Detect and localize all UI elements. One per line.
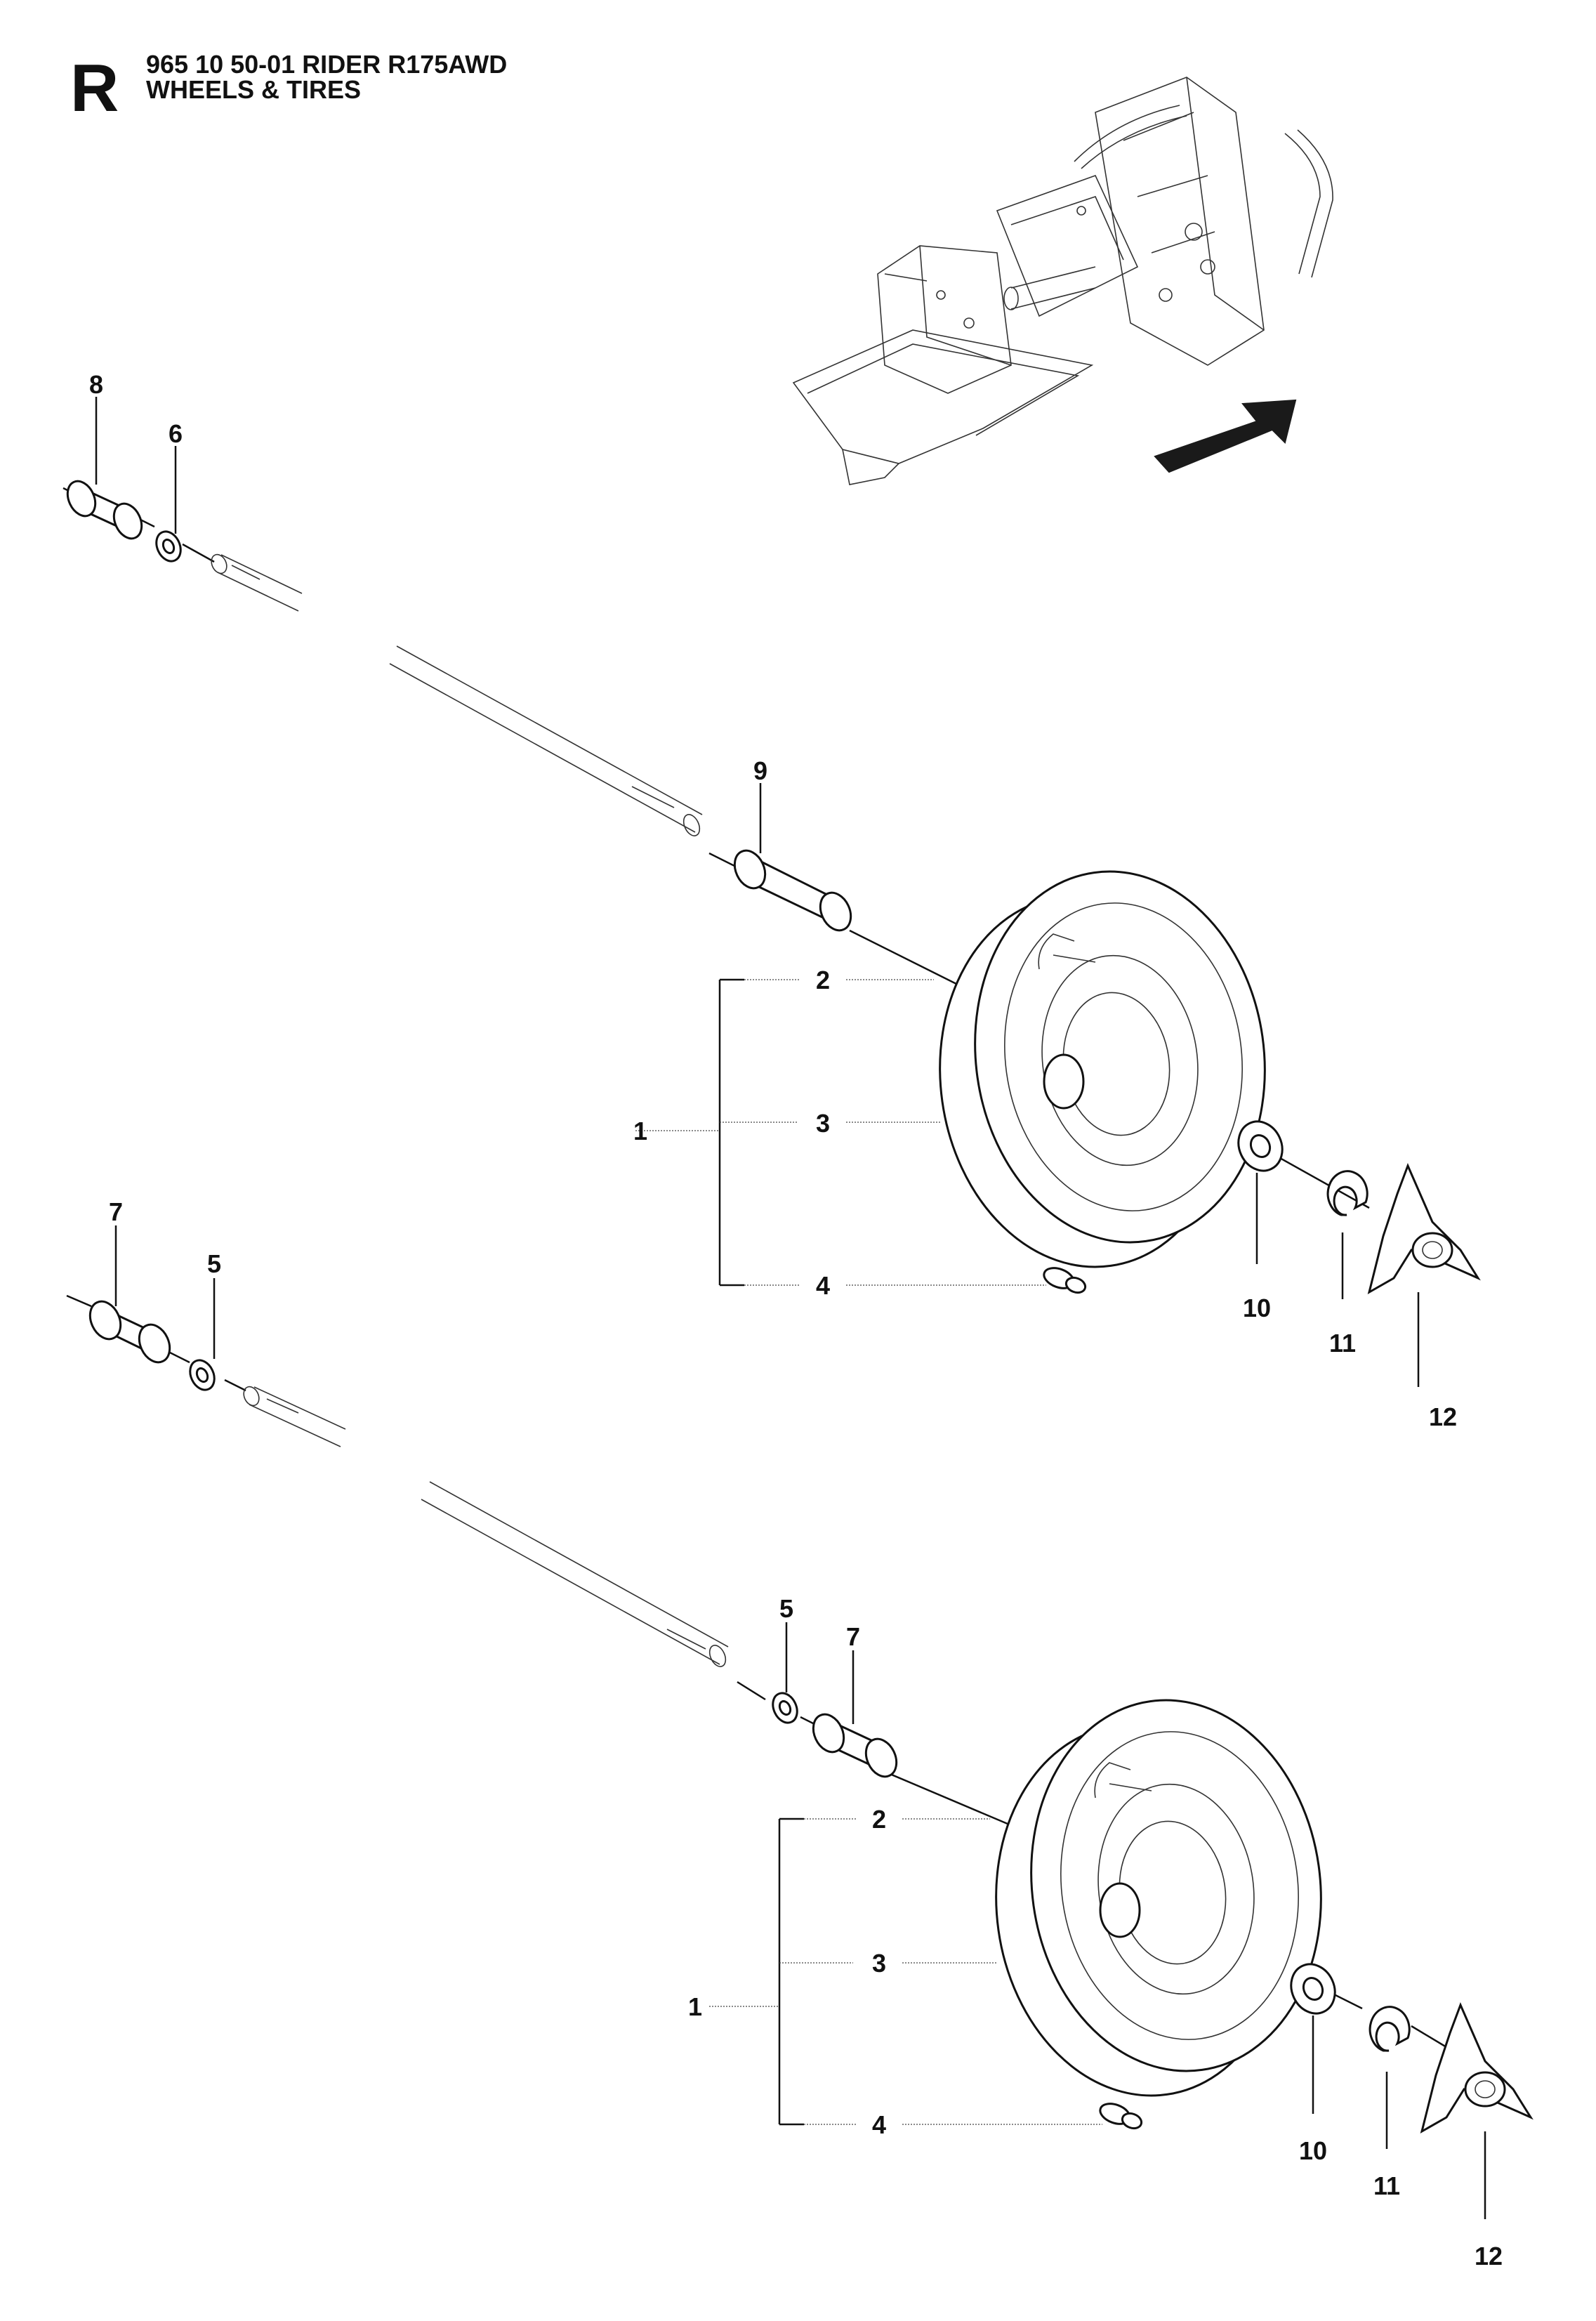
upper-axle-assembly: 8 6 9 1 2 3 4 10 11 12 [62,370,1481,1431]
callout-12-lower: 12 [1475,2242,1503,2270]
washer-part-5b [772,1692,798,1724]
callout-9: 9 [753,756,767,785]
wheel-tire-lower [995,1699,1322,2097]
washer-part-10-lower [1290,1963,1336,2015]
washer-part-6 [155,530,182,563]
callout-6: 6 [169,419,183,448]
valve-stem-part-4-lower [1099,2103,1143,2130]
callout-7b: 7 [846,1622,860,1651]
callout-5a: 5 [207,1249,221,1278]
lower-axle-assembly: 7 5 5 7 1 2 3 4 10 11 12 [66,1197,1534,2270]
spacer-part-8 [66,480,143,540]
spacer-part-9 [733,849,852,932]
callout-10-lower: 10 [1299,2136,1327,2165]
callout-5b: 5 [779,1594,793,1623]
callout-4: 4 [816,1271,830,1300]
wheel-tire-upper [939,870,1266,1268]
model-title: 965 10 50-01 RIDER R175AWD [146,50,507,79]
callout-1-lower: 1 [688,1992,702,2021]
callout-2: 2 [816,966,830,994]
clip-part-11 [1326,1170,1369,1216]
page-header: R 965 10 50-01 RIDER R175AWD WHEELS & TI… [70,50,507,126]
view-direction-arrow-icon [1154,399,1297,473]
callout-3: 3 [816,1109,830,1138]
callout-7a: 7 [109,1197,123,1226]
axle-shaft-upper [211,553,703,836]
callout-11: 11 [1329,1329,1356,1357]
spacer-part-7b [812,1713,898,1778]
hub-cap-part-12 [1367,1163,1481,1295]
frame-thumbnail [792,77,1333,485]
washer-part-5a [189,1359,216,1391]
valve-stem-part-4 [1043,1267,1087,1294]
section-letter: R [70,51,119,126]
spacer-part-7a [88,1300,171,1364]
axle-shaft-lower [243,1386,729,1667]
section-title: WHEELS & TIRES [146,75,361,104]
callout-1: 1 [633,1117,647,1145]
callout-11-lower: 11 [1373,2171,1400,2200]
washer-part-10 [1237,1120,1284,1172]
callout-8: 8 [89,370,103,399]
callout-12: 12 [1429,1402,1457,1431]
callout-2-lower: 2 [872,1805,886,1834]
callout-4-lower: 4 [872,2110,886,2139]
hub-cap-part-12-lower [1420,2002,1534,2134]
callout-10: 10 [1243,1294,1271,1322]
clip-part-11-lower [1369,2006,1411,2052]
callout-3-lower: 3 [872,1949,886,1978]
